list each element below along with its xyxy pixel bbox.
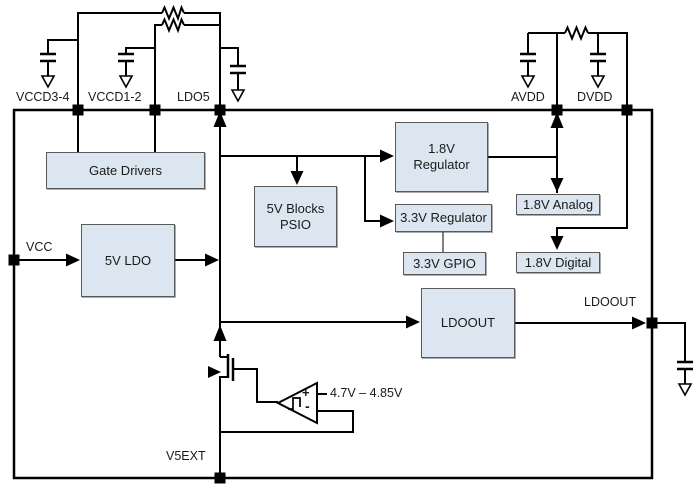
ground-arrow	[40, 75, 56, 89]
ground-arrow	[677, 383, 693, 397]
block-label: 5V LDO	[104, 252, 152, 268]
hysteresis-icon	[288, 397, 301, 410]
wire	[220, 47, 239, 66]
pin-label-ldo5: LDO5	[177, 90, 210, 104]
3v3-regulator-block: 3.3V Regulator	[395, 204, 492, 232]
wire	[47, 39, 78, 54]
chip-boundary	[12, 108, 654, 480]
node	[149, 104, 161, 116]
comparator-triangle	[275, 381, 318, 425]
node	[646, 317, 658, 329]
wire	[219, 356, 228, 478]
wires	[8, 4, 693, 484]
arrowhead-up	[550, 112, 564, 128]
capacitor	[118, 52, 134, 63]
resistor	[161, 4, 185, 22]
gate-drivers-block: Gate Drivers	[46, 152, 205, 189]
block-label: 3.3V Regulator	[400, 210, 487, 225]
capacitor	[677, 360, 693, 371]
wire	[77, 12, 162, 110]
comparator-plus-label: +	[302, 385, 310, 400]
block-label: PSIO	[279, 216, 312, 232]
pin-label-dvdd: DVDD	[577, 90, 613, 104]
resistor	[161, 16, 185, 34]
arrowhead-up	[213, 325, 227, 341]
capacitor	[40, 52, 56, 63]
pin-label-vcc: VCC	[26, 240, 53, 254]
3v3-gpio-block: 3.3V GPIO	[403, 252, 486, 275]
comparator-threshold-label: 4.7V – 4.85V	[330, 386, 403, 400]
arrowhead-right	[66, 253, 80, 267]
wire	[556, 110, 628, 237]
node	[214, 472, 226, 484]
ground-arrow	[590, 75, 606, 89]
wire	[77, 110, 156, 152]
arrowhead-down	[550, 236, 564, 250]
block-label: Gate Drivers	[89, 162, 162, 178]
1v8-digital-block: 1.8V Digital	[516, 252, 600, 273]
arrowhead-right	[406, 315, 420, 329]
arrowhead-right	[632, 316, 646, 330]
1v8-regulator-block: 1.8V Regulator	[395, 122, 488, 192]
arrowhead-right	[205, 253, 219, 267]
block-label: 1.8V	[428, 141, 455, 156]
pin-label-v5ext: V5EXT	[166, 449, 206, 463]
block-label: 1.8V Analog	[522, 196, 594, 212]
block-label: LDOOUT	[440, 315, 496, 330]
pin-label-avdd: AVDD	[511, 90, 545, 104]
capacitor	[590, 52, 606, 63]
resistor	[564, 24, 589, 42]
ground-arrow	[230, 89, 246, 103]
junction-nodes	[8, 104, 658, 484]
block-label: Regulator	[413, 157, 470, 172]
wire	[652, 322, 686, 362]
node	[72, 104, 84, 116]
block-label: 5V Blocks	[266, 200, 325, 216]
5v-ldo-block: 5V LDO	[81, 224, 175, 297]
capacitor	[520, 52, 536, 63]
mosfet	[208, 354, 278, 478]
node	[214, 104, 226, 116]
arrowhead-right	[380, 214, 394, 228]
wire	[364, 156, 381, 222]
arrowhead-down	[550, 178, 564, 192]
ldoout-block: LDOOUT	[421, 288, 515, 358]
net-label-ldoout: LDOOUT	[584, 295, 637, 309]
ground-arrow	[520, 75, 536, 89]
wire	[154, 24, 162, 110]
block-label: 1.8V Digital	[524, 254, 592, 270]
wire	[233, 368, 278, 403]
wire	[184, 12, 221, 110]
1v8-analog-block: 1.8V Analog	[516, 194, 600, 215]
block-label: 3.3V GPIO	[413, 255, 476, 271]
node	[8, 254, 20, 266]
pin-label-vccd3-4: VCCD3-4	[16, 90, 70, 104]
node	[621, 104, 633, 116]
mosfet-body-arrow	[208, 366, 221, 378]
capacitor	[230, 64, 246, 75]
pin-label-vccd1-2: VCCD1-2	[88, 90, 142, 104]
comparator-minus-label: -	[305, 398, 310, 414]
5v-blocks-psio-block: 5V Blocks PSIO	[254, 186, 337, 247]
comparator	[220, 381, 354, 433]
arrowhead-down	[290, 171, 304, 185]
node	[551, 104, 563, 116]
ground-arrow	[118, 75, 134, 89]
wire	[588, 32, 628, 110]
wire	[220, 410, 354, 433]
arrowhead-up	[213, 111, 227, 127]
arrowhead-right	[380, 149, 394, 163]
wire	[125, 47, 155, 54]
